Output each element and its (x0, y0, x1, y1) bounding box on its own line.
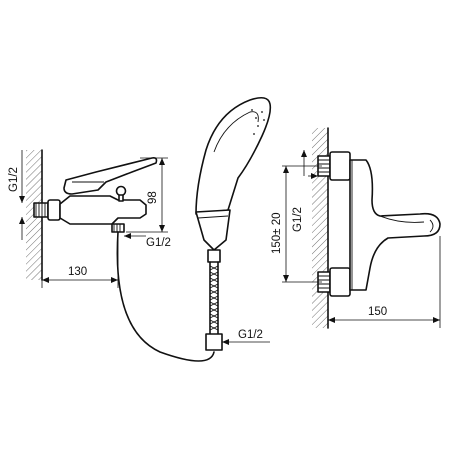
left-eccentric-nut (47, 199, 61, 221)
hand-shower-view: G1/2 (195, 96, 272, 351)
handle-nut (207, 249, 221, 263)
diverter-stem (118, 194, 124, 202)
spacing-dimension: 150± 20 (271, 165, 322, 283)
right-bottom-inlet (317, 267, 351, 297)
height-label: 98 (147, 191, 159, 204)
shower-hose-loop (116, 231, 215, 362)
height-dimension: 98 (126, 157, 168, 233)
wall-mixer-view: G1/2 150± 20 150 (271, 127, 441, 329)
wall-mixer-body (349, 159, 441, 291)
left-thread-label: G1/2 (8, 167, 20, 192)
bath-mixer-view: G1/2 98 G1/2 130 (8, 149, 215, 362)
projection-label: 130 (68, 266, 87, 278)
hose-bottom-nut (205, 333, 223, 351)
right-projection-dimension: 150 (328, 236, 441, 328)
hose-thread-dimension: G1/2 (222, 329, 270, 345)
shower-handle (195, 209, 231, 251)
bottom-eccentric-nut (329, 267, 351, 297)
right-top-inlet (317, 151, 351, 181)
right-thread-dimension: G1/2 (292, 150, 318, 232)
spout-thread-dimension: G1/2 (124, 233, 171, 249)
projection-dimension: 130 (41, 234, 119, 288)
braided-hose (209, 261, 219, 335)
shower-head-nozzles (251, 109, 265, 135)
spacing-label: 150± 20 (271, 213, 283, 255)
left-inlet-thread (33, 202, 49, 218)
right-projection-label: 150 (368, 306, 387, 318)
lever-handle (63, 157, 158, 195)
mixer-body (59, 195, 147, 225)
diverter-knob (115, 185, 127, 197)
top-eccentric-nut (329, 151, 351, 181)
spout-thread-label: G1/2 (146, 237, 171, 249)
right-thread-label: G1/2 (292, 207, 304, 232)
shower-head (195, 96, 272, 215)
left-thread-dimension: G1/2 (8, 150, 25, 240)
hose-thread-label: G1/2 (238, 329, 263, 341)
